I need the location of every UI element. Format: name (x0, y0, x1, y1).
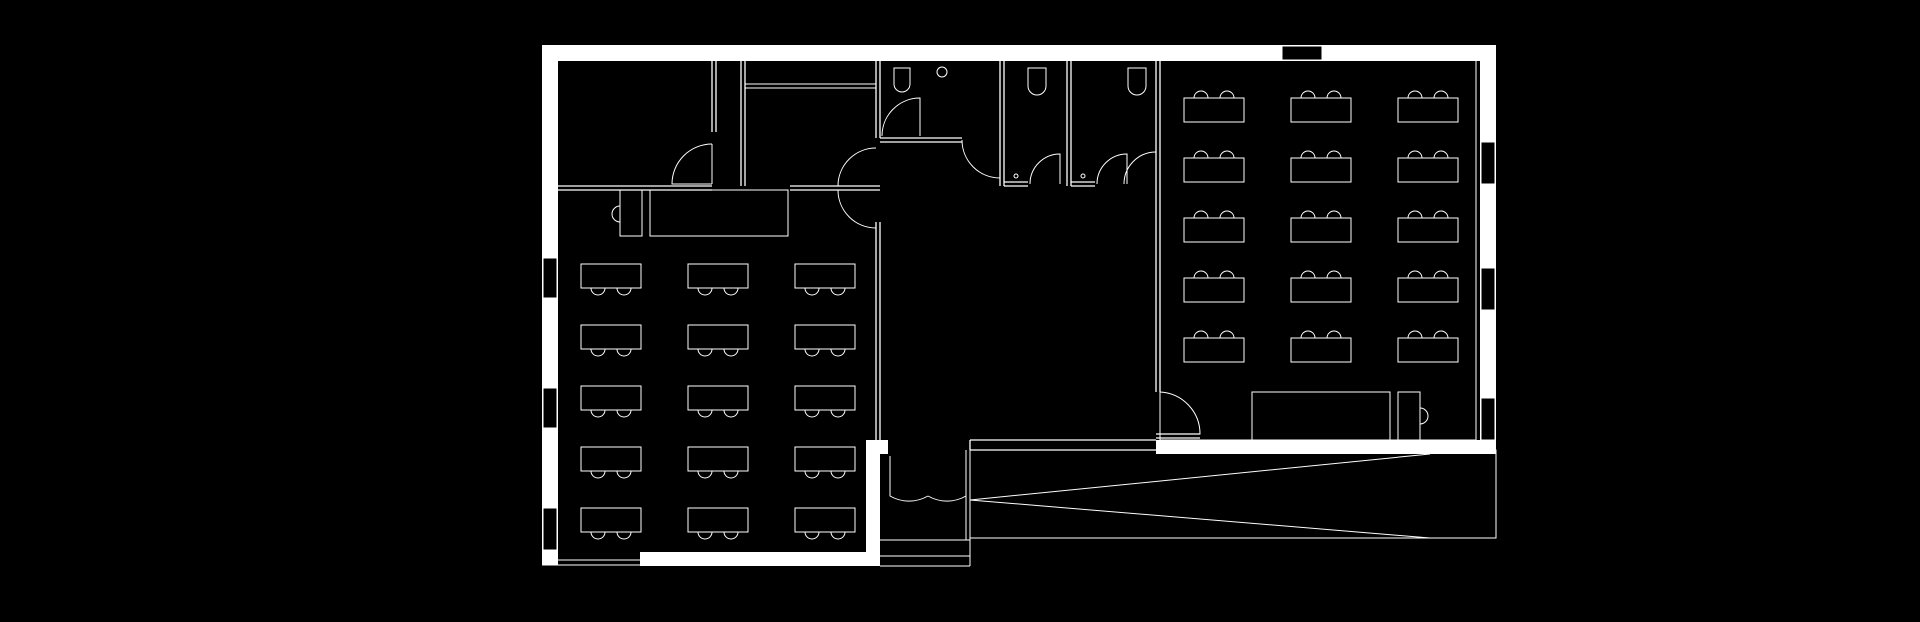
desk (1290, 90, 1352, 123)
desk (580, 507, 642, 540)
left-classroom (611, 189, 789, 237)
teacher-chair-panel (619, 189, 643, 237)
desk (687, 446, 749, 479)
desk (1397, 330, 1459, 363)
desk (1290, 150, 1352, 183)
doors (671, 97, 1201, 567)
desk (794, 507, 856, 540)
desk (794, 446, 856, 479)
desk (1290, 270, 1352, 303)
desk (1397, 90, 1459, 123)
desk (1183, 210, 1245, 243)
desk (687, 263, 749, 296)
right-classroom (1251, 391, 1429, 441)
restroom-fixtures (893, 66, 1147, 179)
desk (794, 385, 856, 418)
desk (1183, 330, 1245, 363)
desk (1183, 270, 1245, 303)
desk (1290, 330, 1352, 363)
teacher-desk (1251, 391, 1391, 441)
desk (1397, 270, 1459, 303)
entrance-ramp (969, 449, 1497, 566)
desk (794, 324, 856, 357)
desk (687, 324, 749, 357)
desk (580, 446, 642, 479)
exterior-walls (542, 45, 1496, 566)
desk (580, 324, 642, 357)
desk (1397, 150, 1459, 183)
right-desk-grid (1183, 90, 1459, 363)
left-desk-grid (580, 263, 856, 540)
windows (542, 45, 1496, 551)
desk (687, 507, 749, 540)
teacher-desk (649, 189, 789, 237)
desk (1183, 90, 1245, 123)
desk (794, 263, 856, 296)
desk (580, 385, 642, 418)
desk (580, 263, 642, 296)
desk (1290, 210, 1352, 243)
desk (1397, 210, 1459, 243)
teacher-chair-panel (1397, 391, 1421, 441)
desk (1183, 150, 1245, 183)
desk (687, 385, 749, 418)
